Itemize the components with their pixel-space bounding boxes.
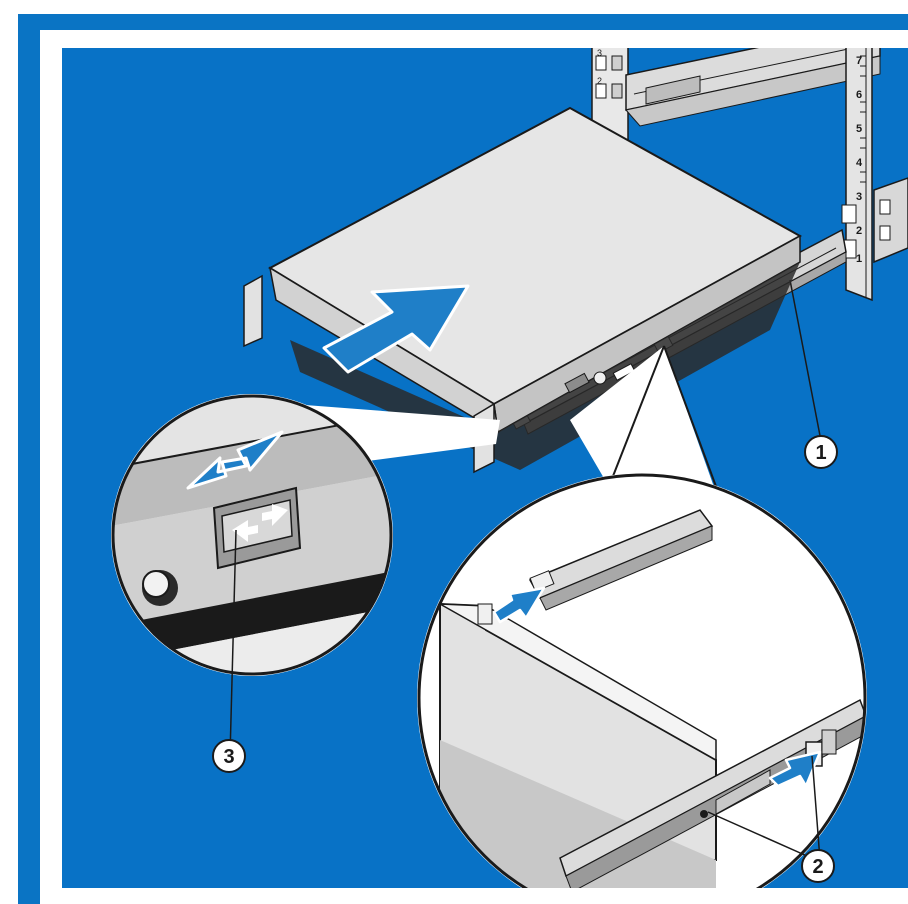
callout-1-number: 1	[815, 442, 826, 464]
callout-2: 2	[801, 849, 835, 883]
release-latch-detail	[111, 394, 393, 676]
callout-2-number: 2	[812, 856, 823, 878]
tab-arrow-right-icon	[262, 504, 288, 526]
leader-line-2a	[707, 811, 817, 861]
rack-mark-5: 2	[856, 225, 862, 237]
right-magnifier-cone	[570, 346, 720, 504]
leader-line-3	[229, 529, 237, 757]
rail-standoff-detail	[417, 473, 867, 888]
leader-line-2b	[811, 755, 821, 861]
rear-rail-upper	[625, 48, 881, 127]
double-arrow-icon	[186, 430, 284, 490]
rack-mark-1: 6	[856, 89, 862, 101]
rack-mark-top-1: 2	[597, 76, 602, 86]
rack-mark-2: 5	[856, 123, 862, 135]
callout-3-number: 3	[223, 746, 234, 768]
rack-mark-0: 7	[856, 55, 862, 67]
callout-1: 1	[804, 435, 838, 469]
rack-mark-4: 3	[856, 191, 862, 203]
callout-3: 3	[212, 739, 246, 773]
tab-arrow-left-icon	[232, 520, 258, 542]
leader-line-1	[789, 279, 823, 447]
front-rack-post	[841, 48, 908, 302]
rack-mark-top-0: 3	[597, 48, 602, 58]
push-arrow-icon	[322, 284, 470, 374]
rail-push-arrow-upper-icon	[492, 586, 546, 624]
rack-mark-3: 4	[856, 157, 863, 169]
rack-mark-6: 1	[856, 253, 862, 265]
